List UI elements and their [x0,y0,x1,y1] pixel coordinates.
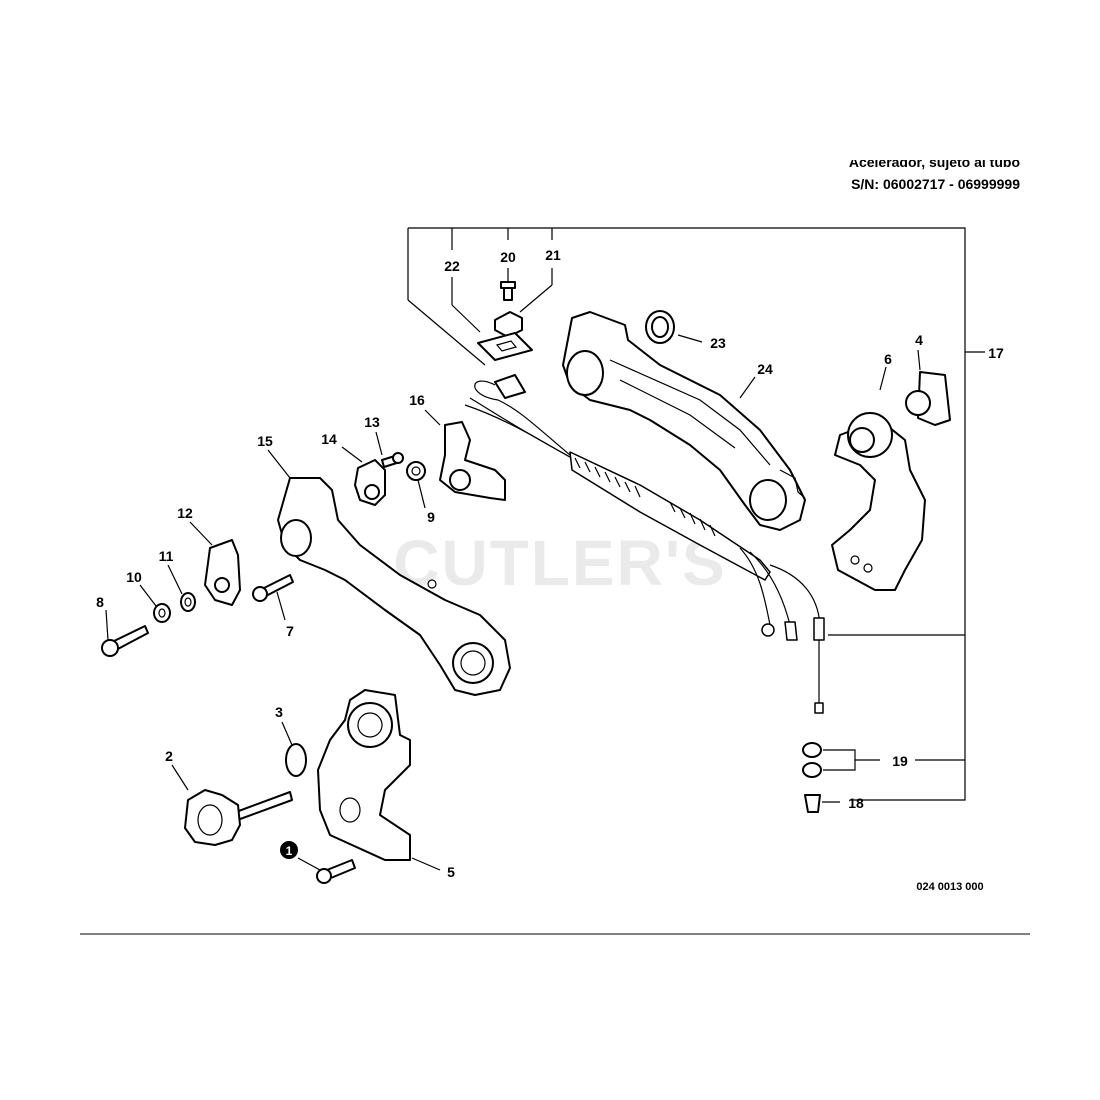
callout-2: 2 [165,748,173,764]
grommet-18 [804,794,840,813]
callout-9: 9 [427,509,435,525]
watermark: CUTLER'S [393,527,726,599]
lockout-12 [204,539,241,606]
callout-24: 24 [757,361,773,377]
drawing-number: 024 0013 000 [916,881,983,893]
callout-23: 23 [710,335,726,351]
note-marker: 1 [280,841,298,859]
nut-9 [406,461,426,481]
callout-6: 6 [884,351,892,367]
callout-16: 16 [409,392,425,408]
callout-4: 4 [915,332,923,348]
callout-13: 13 [364,414,380,430]
screw-13 [381,452,404,468]
throttle-trigger-16 [439,421,506,501]
callout-14: 14 [321,431,337,447]
callout-11: 11 [159,548,174,564]
washer-11 [180,592,196,612]
serial-number-range: S/N: 06002717 - 06999999 [851,176,1020,192]
callout-19: 19 [892,753,908,769]
handle-lower-half-15 [277,477,511,696]
callout-17: 17 [988,345,1004,361]
knob-2 [184,789,293,846]
svg-text:1: 1 [286,844,293,858]
leader-lines [105,268,921,871]
nuts-19 [802,742,880,778]
callout-8: 8 [96,594,104,610]
callout-12: 12 [177,505,193,521]
callout-18: 18 [848,795,864,811]
switch-21 [494,311,523,338]
diagram-title: Acelerador, sujeto al tubo [848,154,1020,170]
grommet-23 [645,310,675,344]
screw-note-1 [316,859,356,884]
callout-22: 22 [444,258,460,274]
clamp-half-5 [317,689,411,861]
callout-3: 3 [275,704,283,720]
screw-8 [101,625,149,657]
stop-switch-and-cable [464,374,825,714]
assembly-bracket-17 [407,227,985,801]
callout-15: 15 [257,433,273,449]
washer-10 [153,603,171,623]
callout-10: 10 [126,569,142,585]
callout-21: 21 [545,247,561,263]
washer-3 [285,743,307,777]
part-number-labels: 22 20 21 23 24 4 6 17 16 13 14 15 9 12 1… [96,247,1004,880]
switch-screw-20 [500,281,516,301]
callout-7: 7 [286,623,294,639]
screw-7 [252,574,294,602]
callout-5: 5 [447,864,455,880]
clamp-half-6 [831,412,926,591]
plug-4 [905,371,951,426]
switch-plate-22 [477,332,533,361]
lever-14 [354,459,386,506]
callout-20: 20 [500,249,516,265]
handle-upper-half-24 [562,311,806,531]
